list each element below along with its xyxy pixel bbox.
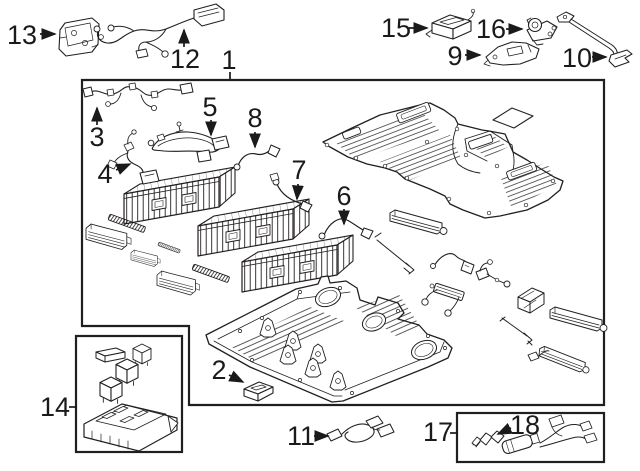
sub-wire bbox=[475, 259, 511, 288]
brace-rod-2 bbox=[499, 316, 533, 346]
callout-17-label: 17 bbox=[423, 417, 453, 447]
callout-2-arrow bbox=[228, 370, 245, 383]
sensor-wire-harness-17 bbox=[501, 414, 598, 455]
callout-5-label: 5 bbox=[202, 92, 217, 122]
relay-cube-3 bbox=[99, 376, 123, 404]
callout-7-arrow bbox=[291, 183, 304, 201]
busbar-strip-3 bbox=[191, 263, 231, 284]
callout-14-label: 14 bbox=[40, 392, 70, 422]
fuse-relay-block bbox=[83, 403, 179, 452]
sub-box-fuse-block bbox=[74, 334, 184, 454]
relay-cube-1 bbox=[132, 343, 152, 367]
frame-wire-harness-3 bbox=[82, 82, 194, 112]
callout-6-label: 6 bbox=[336, 181, 351, 211]
relay-flat bbox=[95, 347, 126, 363]
hold-down-bar-1 bbox=[389, 209, 448, 235]
callout-10-label: 10 bbox=[562, 43, 592, 73]
assembly-outline-box bbox=[80, 78, 606, 407]
callout-8-label: 8 bbox=[247, 103, 262, 133]
callout-15-label: 15 bbox=[381, 13, 411, 43]
end-plate-3 bbox=[156, 270, 200, 296]
frame-wire-harness-5 bbox=[147, 121, 230, 163]
callout-7-label: 7 bbox=[291, 155, 306, 185]
connector-cable bbox=[430, 253, 475, 275]
busbar-strip-2 bbox=[157, 241, 181, 254]
end-plate-2 bbox=[130, 249, 161, 267]
info-label-plate bbox=[492, 107, 534, 129]
callout-12-label: 12 bbox=[170, 44, 200, 74]
battery-ecu-15 bbox=[425, 8, 476, 40]
cable-hook-10 bbox=[556, 11, 633, 68]
cable-8 bbox=[233, 144, 281, 171]
bracket-cable bbox=[421, 282, 465, 317]
brace-rod-1 bbox=[374, 232, 415, 275]
cooling-blower-16 bbox=[526, 17, 558, 46]
callout-4-arrow bbox=[115, 163, 132, 175]
pigtail-harness-11 bbox=[326, 415, 395, 443]
hold-down-bar-2 bbox=[549, 306, 608, 332]
battery-cover-assembly bbox=[322, 101, 564, 219]
callout-18-label: 18 bbox=[510, 410, 540, 440]
cover-bolt-holes bbox=[324, 126, 556, 216]
tray-bolt-holes bbox=[238, 286, 447, 395]
battery-tray bbox=[205, 275, 453, 403]
callout-13-label: 13 bbox=[7, 20, 37, 50]
junction-wire-harness-12 bbox=[93, 3, 225, 59]
sub-harness-4 bbox=[106, 129, 160, 185]
callout-3-label: 3 bbox=[89, 122, 104, 152]
callout-16-label: 16 bbox=[476, 14, 506, 44]
spacer-part bbox=[243, 381, 274, 402]
callout-4-label: 4 bbox=[97, 159, 112, 189]
callout-1-label: 1 bbox=[221, 45, 236, 75]
callout-9-label: 9 bbox=[447, 41, 462, 71]
mount-bracket-13 bbox=[58, 17, 100, 57]
callout-2-label: 2 bbox=[211, 355, 226, 385]
cable-7 bbox=[269, 172, 313, 213]
clip-bracket bbox=[517, 287, 545, 314]
bracket-plate-9 bbox=[483, 41, 540, 67]
sub-box-sensor-harness bbox=[455, 411, 606, 464]
callout-18-arrow bbox=[496, 422, 513, 435]
callout-11-label: 11 bbox=[287, 421, 315, 451]
bar-with-cable bbox=[527, 345, 592, 374]
end-plate-1 bbox=[85, 223, 132, 250]
